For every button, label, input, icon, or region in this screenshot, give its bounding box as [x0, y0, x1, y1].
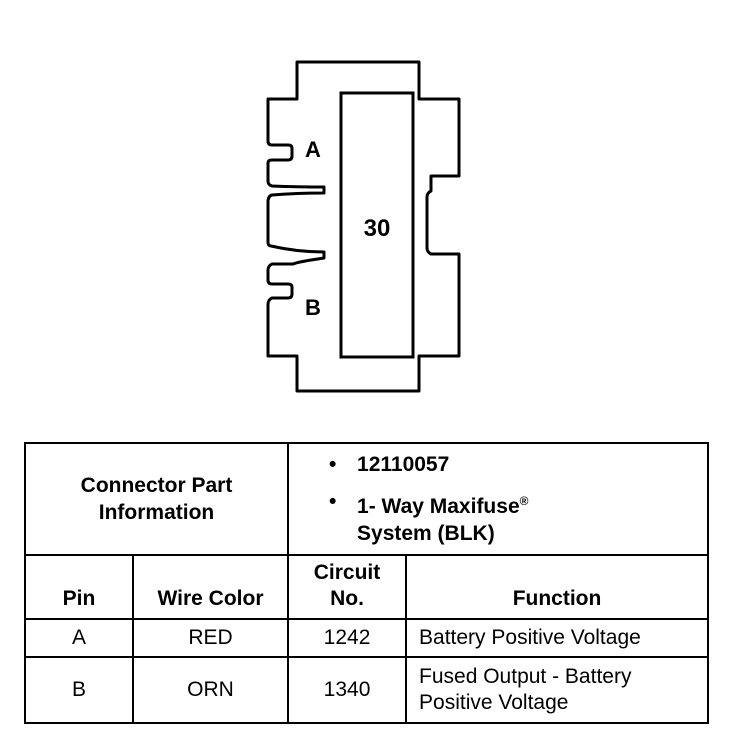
pin-a-label: A — [305, 137, 321, 162]
part-details-cell: 12110057 1- Way Maxifuse®System (BLK) — [287, 442, 710, 556]
col-header-function: Function — [405, 554, 710, 620]
row-pin: A — [24, 618, 134, 658]
row-wire-color: ORN — [131, 656, 290, 724]
row-wire-color: RED — [131, 618, 290, 658]
connector-info-table: Connector Part Information 12110057 1- W… — [23, 442, 710, 724]
col-header-pin: Pin — [24, 554, 134, 620]
connector-face-diagram: 30 A B — [266, 60, 461, 393]
part-description: 1- Way Maxifuse®System (BLK) — [329, 488, 707, 547]
row-function: Fused Output - Battery Positive Voltage — [405, 656, 710, 724]
pin-b-label: B — [305, 295, 321, 320]
row-function: Battery Positive Voltage — [405, 618, 710, 658]
table-row: A RED 1242 Battery Positive Voltage — [24, 618, 710, 658]
part-info-row: Connector Part Information 12110057 1- W… — [23, 442, 710, 556]
part-info-label-cell: Connector Part Information — [23, 442, 290, 556]
connector-outline — [266, 60, 461, 393]
fuse-body — [339, 91, 415, 359]
part-number: 12110057 — [329, 451, 707, 478]
col-header-circuit: Circuit No. — [287, 554, 408, 620]
row-circuit: 1340 — [287, 656, 408, 724]
fuse-amperage-label: 30 — [364, 215, 391, 242]
row-circuit: 1242 — [287, 618, 408, 658]
col-header-wire-color: Wire Color — [131, 554, 290, 620]
table-row: B ORN 1340 Fused Output - Battery Positi… — [24, 656, 710, 724]
row-pin: B — [24, 656, 134, 724]
part-info-label: Connector Part Information — [80, 474, 233, 524]
column-header-row: Pin Wire Color Circuit No. Function — [24, 554, 710, 620]
